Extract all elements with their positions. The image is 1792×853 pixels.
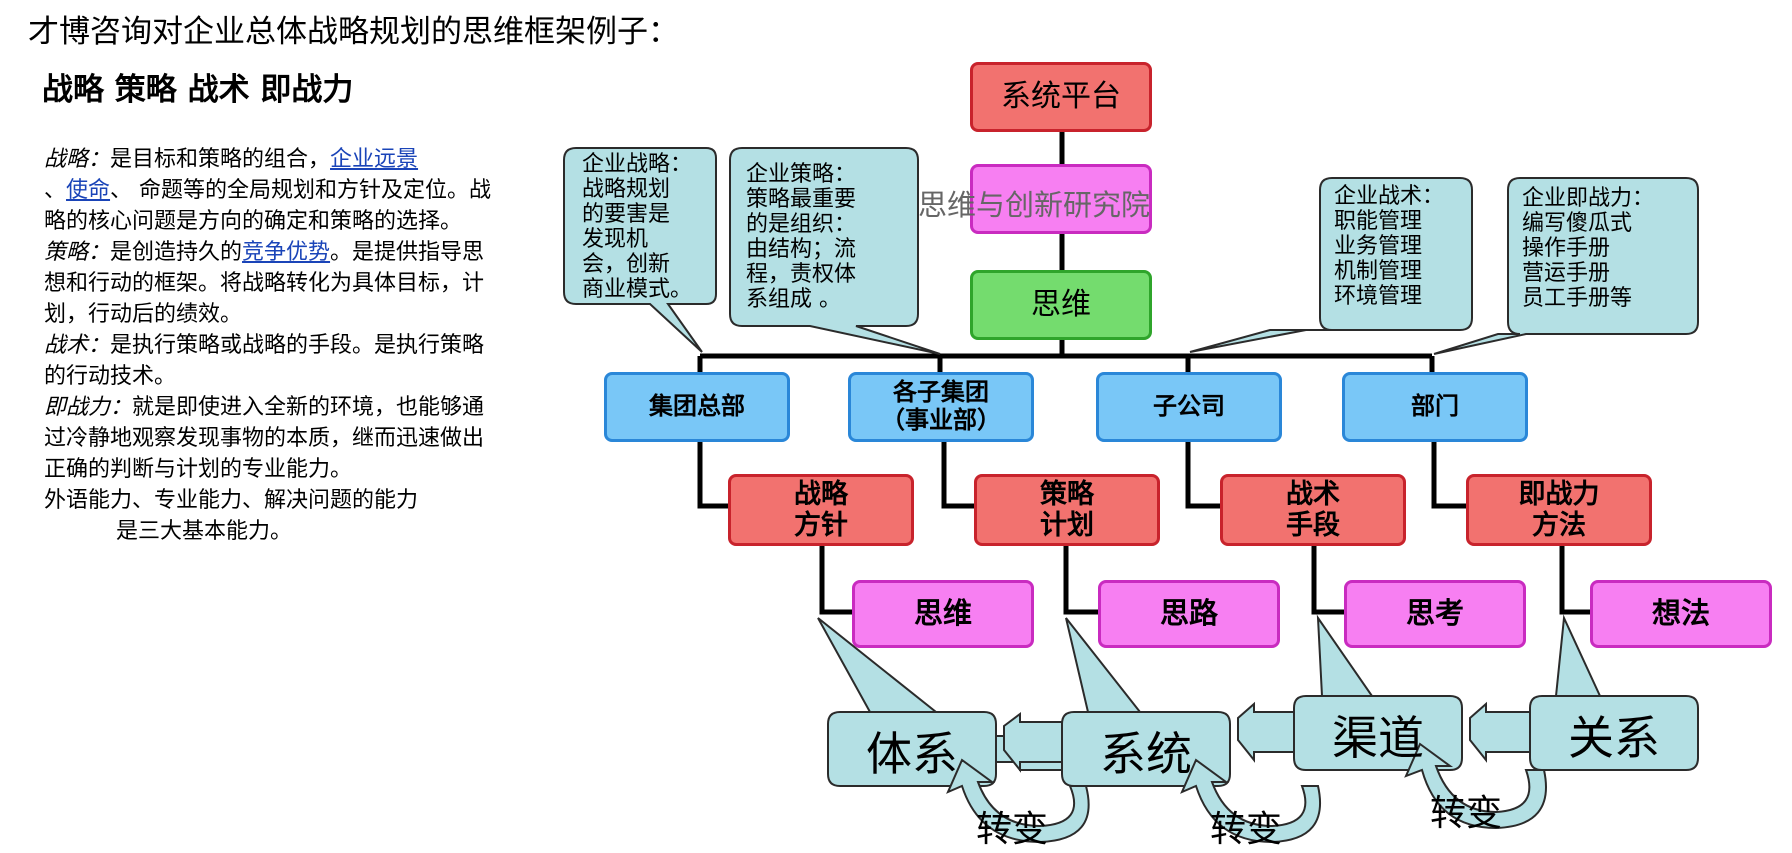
term-capability: 即战力： [44, 395, 133, 420]
term-tactics: 战术： [44, 333, 111, 358]
level3-idea: 想法 [1590, 580, 1772, 648]
definition-strategy-separator: 、 [44, 178, 67, 203]
bubble-enterprise-policy: 企业策略： 策略最重要 的是组织： 由结构；流 程，责权体 系组成 。 [746, 162, 857, 312]
level2-capability-method: 即战力 方法 [1466, 474, 1652, 546]
change-label-3: 转变 [1430, 793, 1503, 834]
level3-train-of-thought: 思路 [1098, 580, 1280, 648]
flow-system-structure: 体系 [866, 727, 958, 781]
level2-tactics-means: 战术 手段 [1220, 474, 1406, 546]
definition-strategy: 战略：是目标和策略的组合，企业远景、使命、 命题等的全局规划和方针及定位。战略的… [44, 144, 504, 237]
node-thinking-top: 思维 [970, 270, 1152, 340]
level3-reflection: 思考 [1344, 580, 1526, 648]
definition-tactics-text: 是执行策略或战略的手段。是执行策略的行动技术。 [44, 333, 485, 389]
definition-policy: 策略：是创造持久的竞争优势。是提供指导思想和行动的框架。将战略转化为具体目标，计… [44, 237, 504, 330]
level2-policy-plan: 策略 计划 [974, 474, 1160, 546]
term-policy: 策略： [44, 240, 111, 265]
flow-relationship: 关系 [1568, 711, 1660, 765]
definitions-panel: 战略：是目标和策略的组合，企业远景、使命、 命题等的全局规划和方针及定位。战略的… [44, 144, 504, 547]
bubble-enterprise-tactics: 企业战术： 职能管理 业务管理 机制管理 环境管理 [1334, 184, 1445, 309]
definition-policy-text-2: 。是提供指导思想和行动的框架。将战略转化为具体目标，计划，行动后的绩效。 [44, 240, 485, 327]
level3-thinking: 思维 [852, 580, 1034, 648]
flow-channel: 渠道 [1332, 711, 1424, 765]
link-vision[interactable]: 企业远景 [330, 147, 419, 172]
link-mission[interactable]: 使命 [66, 178, 111, 203]
unit-subsidiary: 子公司 [1096, 372, 1282, 442]
watermark-institute: 思维与创新研究院 [918, 188, 1151, 222]
definition-strategy-text-2: 、 命题等的全局规划和方针及定位。战略的核心问题是方向的确定和策略的选择。 [44, 178, 492, 234]
term-strategy: 战略： [44, 147, 111, 172]
node-institute [970, 164, 1152, 234]
subtitle: 战略 策略 战术 即战力 [42, 72, 354, 108]
definition-strategy-text: 是目标和策略的组合， [110, 147, 331, 172]
unit-sub-group: 各子集团 （事业部） [848, 372, 1034, 442]
definition-policy-text: 是创造持久的 [110, 240, 243, 265]
change-label-2: 转变 [1210, 809, 1283, 850]
definition-capability-text: 就是即使进入全新的环境，也能够通过冷静地观察发现事物的本质，继而迅速做出正确的判… [44, 395, 485, 482]
link-competitive-advantage[interactable]: 竞争优势 [242, 240, 331, 265]
page-title: 才博咨询对企业总体战略规划的思维框架例子： [28, 14, 679, 50]
flow-system: 系统 [1100, 727, 1192, 781]
bubble-enterprise-capability: 企业即战力： 编写傻瓜式 操作手册 营运手册 员工手册等 [1522, 186, 1655, 311]
change-label-1: 转变 [976, 809, 1049, 850]
unit-group-hq: 集团总部 [604, 372, 790, 442]
definition-tactics: 战术：是执行策略或战略的手段。是执行策略的行动技术。 [44, 330, 504, 392]
unit-department: 部门 [1342, 372, 1528, 442]
abilities-line-2: 是三大基本能力。 [116, 519, 293, 544]
bubble-enterprise-strategy: 企业战略： 战略规划 的要害是 发现机 会，创新 商业模式。 [582, 152, 693, 302]
level2-strategy-direction: 战略 方针 [728, 474, 914, 546]
definition-capability: 即战力：就是即使进入全新的环境，也能够通过冷静地观察发现事物的本质，继而迅速做出… [44, 392, 504, 485]
abilities-line-1: 外语能力、专业能力、解决问题的能力 [44, 488, 419, 513]
node-system-platform: 系统平台 [970, 62, 1152, 132]
